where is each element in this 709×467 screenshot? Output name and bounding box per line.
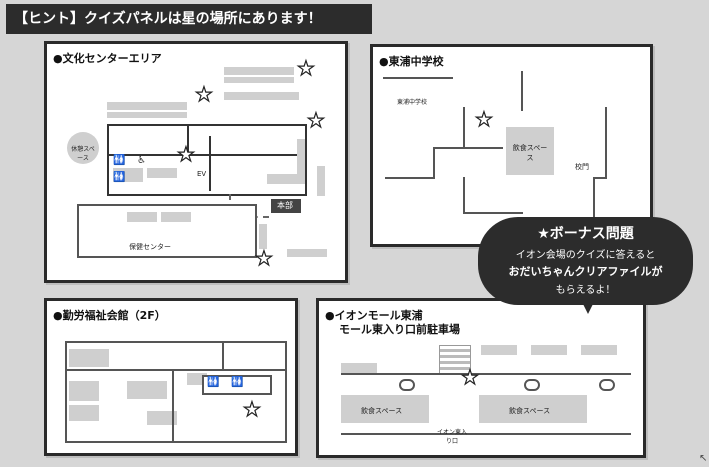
panel-tohura-title: ●東浦中学校 bbox=[379, 55, 444, 68]
room-block bbox=[69, 381, 99, 401]
hint-banner: 【ヒント】クイズパネルは星の場所にあります！ bbox=[6, 4, 372, 34]
toilet-area bbox=[202, 375, 272, 395]
building-block bbox=[317, 166, 325, 196]
eating-space-right-label: 飲食スペース bbox=[509, 407, 551, 415]
panel-tohura-school: ●東浦中学校 東浦中学校 飲食スペース 校門 ★ bbox=[370, 44, 653, 247]
wall-line bbox=[433, 147, 435, 177]
wall-line bbox=[463, 107, 465, 147]
parking-block bbox=[341, 363, 377, 373]
wall-line bbox=[521, 71, 523, 111]
panel-kinro-hall: ●勤労福祉会館（2F） 🚻 🚻 ★ bbox=[44, 298, 298, 456]
interior-block bbox=[113, 168, 143, 182]
wall-line bbox=[385, 177, 435, 179]
panel-bunka-center: ●文化センターエリア 休憩スペース 🚻 ♿ 🚻 EV 本部 保健センター ★ ★… bbox=[44, 41, 348, 283]
toilet-icon: 🚻 bbox=[231, 377, 244, 388]
pillar bbox=[599, 379, 615, 391]
bonus-line-2: おだいちゃんクリアファイルが bbox=[508, 265, 663, 278]
bonus-title: ★ボーナス問題 bbox=[537, 226, 634, 242]
parking-block bbox=[581, 345, 617, 355]
toilet-icon: 🚻 bbox=[113, 155, 126, 166]
room-block bbox=[147, 411, 177, 425]
parking-block bbox=[531, 345, 567, 355]
eating-space-label: 飲食スペース bbox=[512, 144, 548, 162]
room-block bbox=[127, 381, 167, 399]
wall-line bbox=[463, 177, 465, 212]
room-block bbox=[69, 349, 109, 367]
building-block bbox=[107, 112, 187, 118]
building-block bbox=[224, 92, 299, 100]
building-block bbox=[107, 102, 187, 110]
honbu-block bbox=[271, 199, 301, 213]
wheelchair-icon: ♿ bbox=[137, 155, 146, 166]
corridor-line bbox=[209, 136, 211, 191]
building-block bbox=[267, 174, 305, 184]
wall-line bbox=[463, 212, 523, 214]
panel-bunka-title: ●文化センターエリア bbox=[53, 52, 162, 65]
health-center-label: 保健センター bbox=[129, 243, 171, 251]
eating-space-left-label: 飲食スペース bbox=[361, 407, 403, 415]
wall-line bbox=[593, 177, 607, 179]
wall-line bbox=[172, 371, 174, 441]
panel-kinro-title: ●勤労福祉会館（2F） bbox=[53, 309, 166, 322]
eating-space-left bbox=[341, 395, 429, 423]
star-marker: ★ bbox=[194, 82, 213, 106]
building-block bbox=[127, 212, 157, 222]
building-block bbox=[287, 249, 327, 257]
wall-line bbox=[433, 147, 503, 149]
eating-space-right bbox=[479, 395, 587, 423]
building-block bbox=[259, 224, 267, 249]
cursor-icon: ↖ bbox=[699, 453, 708, 464]
star-marker: ★ bbox=[242, 397, 261, 421]
corridor-line bbox=[187, 126, 189, 156]
panel-aeon-title-1: ●イオンモール東浦 bbox=[325, 309, 423, 322]
road-line bbox=[341, 433, 631, 435]
toilet-icon: 🚻 bbox=[113, 172, 126, 183]
star-marker: ★ bbox=[296, 56, 315, 80]
building-block bbox=[224, 77, 294, 83]
gate-label: 校門 bbox=[575, 163, 589, 171]
honbu-label: 本部 bbox=[277, 201, 293, 210]
bonus-line-1: イオン会場のクイズに答えると bbox=[515, 250, 656, 261]
toilet-icon: 🚻 bbox=[207, 377, 220, 388]
wall-line bbox=[383, 77, 453, 79]
star-marker: ★ bbox=[460, 365, 479, 389]
road-line bbox=[341, 373, 631, 375]
star-marker: ★ bbox=[254, 246, 273, 270]
interior-block bbox=[297, 139, 305, 179]
interior-block bbox=[147, 168, 177, 178]
room-block bbox=[69, 405, 99, 421]
star-marker: ★ bbox=[474, 107, 493, 131]
crosswalk bbox=[439, 345, 471, 375]
rest-space-circle bbox=[67, 132, 99, 164]
eating-space-block bbox=[506, 127, 554, 175]
wall-line bbox=[605, 107, 607, 177]
corridor-line bbox=[109, 154, 305, 156]
bonus-bubble: ★ボーナス問題 イオン会場のクイズに答えると おだいちゃんクリアファイルが もら… bbox=[478, 217, 693, 305]
star-marker: ★ bbox=[306, 108, 325, 132]
building-block bbox=[224, 67, 294, 75]
rest-space-label: 休憩スペース bbox=[71, 146, 95, 162]
star-marker: ★ bbox=[176, 142, 195, 166]
pillar bbox=[524, 379, 540, 391]
parking-block bbox=[481, 345, 517, 355]
bonus-line-3: もらえるよ！ bbox=[555, 285, 616, 296]
school-label: 東浦中学校 bbox=[397, 99, 428, 106]
aeon-entrance-label: イオン東入り口 bbox=[437, 429, 468, 445]
main-building bbox=[107, 124, 307, 196]
panel-aeon-title-2: モール東入り口前駐車場 bbox=[339, 323, 460, 336]
ev-label: EV bbox=[197, 170, 207, 178]
wall-line bbox=[67, 369, 285, 371]
wall-line bbox=[593, 177, 595, 217]
building-block bbox=[161, 212, 191, 222]
wall-line bbox=[222, 343, 224, 371]
panel-aeon-mall: ●イオンモール東浦 モール東入り口前駐車場 飲食スペース 飲食スペース イオン東… bbox=[316, 298, 646, 458]
bonus-bubble-tail bbox=[580, 298, 596, 314]
pillar bbox=[399, 379, 415, 391]
